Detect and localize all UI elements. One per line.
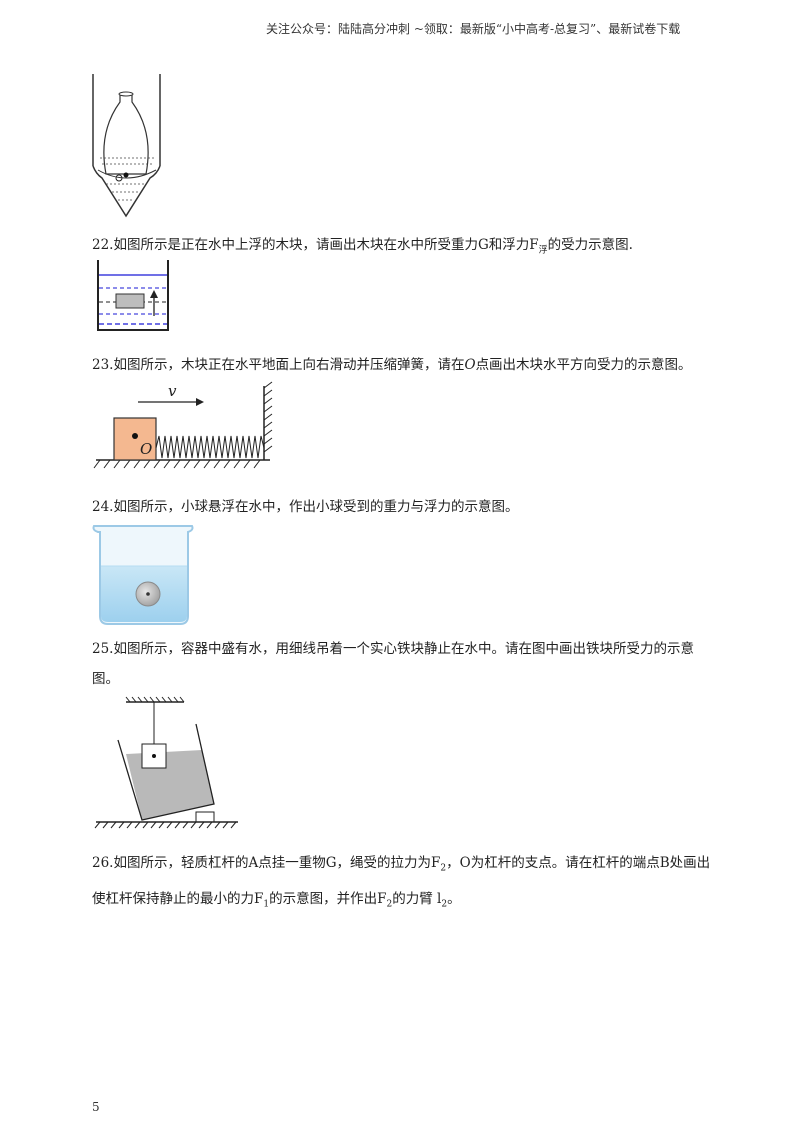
subscript: 2 — [441, 899, 448, 910]
question-text: 的受力示意图. — [547, 237, 633, 253]
beaker-ball-figure — [92, 525, 194, 625]
question-number: 25. — [92, 641, 114, 657]
question-text: 如图所示，小球悬浮在水中，作出小球受到的重力与浮力的示意图。 — [113, 499, 519, 515]
question-text: 的力臂 l — [392, 890, 442, 907]
question-number: 23. — [92, 357, 114, 373]
velocity-label: v — [168, 382, 177, 400]
funnel-bottle-figure — [92, 74, 161, 218]
question-text: 如图所示，容器中盛有水，用细线吊着一个实心铁块静止在水中。请在图中画出铁块所受力… — [92, 641, 694, 687]
page-header: 关注公众号：陆陆高分冲刺 ~领取：最新版“小中高考-总复习”、最新试卷下载 — [266, 22, 681, 36]
spring-block-figure: O v — [93, 381, 273, 469]
subscript: 2 — [440, 863, 447, 874]
question-text: 的示意图，并作出F — [269, 890, 387, 907]
question-text: 如图所示，木块正在水平地面上向右滑动并压缩弹簧，请在 — [113, 357, 465, 373]
rising-block-figure — [97, 260, 169, 331]
subscript: 浮 — [538, 245, 548, 256]
subscript: 1 — [263, 899, 270, 910]
question-number: 26. — [92, 855, 114, 871]
question-number: 22. — [92, 237, 114, 253]
question-number: 24. — [92, 499, 114, 515]
question-text: 。 — [447, 890, 461, 907]
question-24: 24.如图所示，小球悬浮在水中，作出小球受到的重力与浮力的示意图。 — [92, 492, 712, 522]
question-text: 如图所示，轻质杠杆的A点挂一重物G，绳受的拉力为F — [113, 855, 441, 871]
question-25: 25.如图所示，容器中盛有水，用细线吊着一个实心铁块静止在水中。请在图中画出铁块… — [92, 634, 712, 694]
question-22: 22.如图所示是正在水中上浮的木块，请画出木块在水中所受重力G和浮力F浮的受力示… — [92, 230, 712, 266]
point-o-text: O — [140, 440, 152, 458]
question-text: 如图所示是正在水中上浮的木块，请画出木块在水中所受重力G和浮力F — [113, 237, 539, 253]
subscript: 2 — [386, 899, 393, 910]
container-iron-block-figure — [94, 696, 238, 829]
question-text: ，O为杠杆的支点。请在杠杆的端点B处画出使杠杆保持静止的最小的力F — [92, 855, 711, 907]
point-o-label: O — [464, 357, 476, 373]
page-number: 5 — [92, 1100, 100, 1114]
question-23: 23.如图所示，木块正在水平地面上向右滑动并压缩弹簧，请在O点画出木块水平方向受… — [92, 350, 712, 380]
question-text: 点画出木块水平方向受力的示意图。 — [475, 357, 692, 373]
question-26: 26.如图所示，轻质杠杆的A点挂一重物G，绳受的拉力为F2，O为杠杆的支点。请在… — [92, 848, 712, 919]
